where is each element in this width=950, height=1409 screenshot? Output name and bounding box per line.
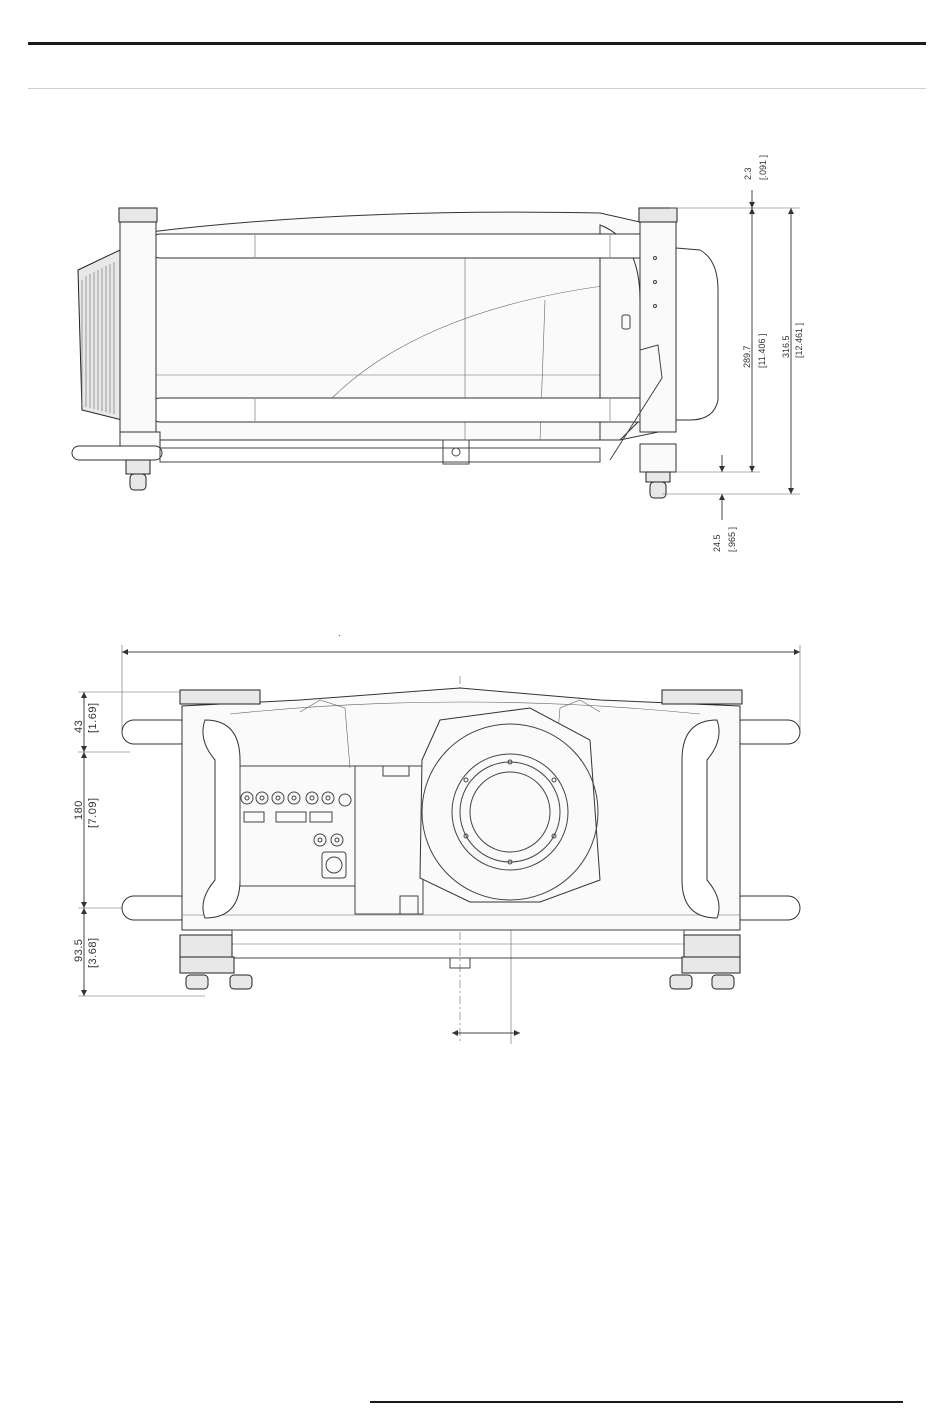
dim-foot-mm: 24.5 <box>712 534 722 552</box>
dim-c-in: [3.68] <box>87 937 99 968</box>
dim-total-in: [12.461 ] <box>794 323 804 358</box>
dim-c-mm: 93.5 <box>73 939 85 962</box>
dim-body-mm: 289.7 <box>742 345 752 368</box>
footer-rule <box>370 1401 903 1403</box>
dim-top-mm: 2.3 <box>743 167 753 180</box>
front-view-projector <box>122 688 800 989</box>
side-view-projector <box>72 208 718 498</box>
dim-a-in: [1.69] <box>87 702 99 733</box>
dim-b-in: [7.09] <box>87 797 99 828</box>
dim-b-mm: 180 <box>73 800 85 820</box>
dim-foot-in: [.965 ] <box>727 527 737 552</box>
dim-top-in: [.091 ] <box>758 155 768 180</box>
dim-total-mm: 316.5 <box>781 335 791 358</box>
dim-body-in: [11.406 ] <box>757 334 767 368</box>
dim-width-mark: . <box>338 628 341 638</box>
dim-a-mm: 43 <box>73 720 85 733</box>
